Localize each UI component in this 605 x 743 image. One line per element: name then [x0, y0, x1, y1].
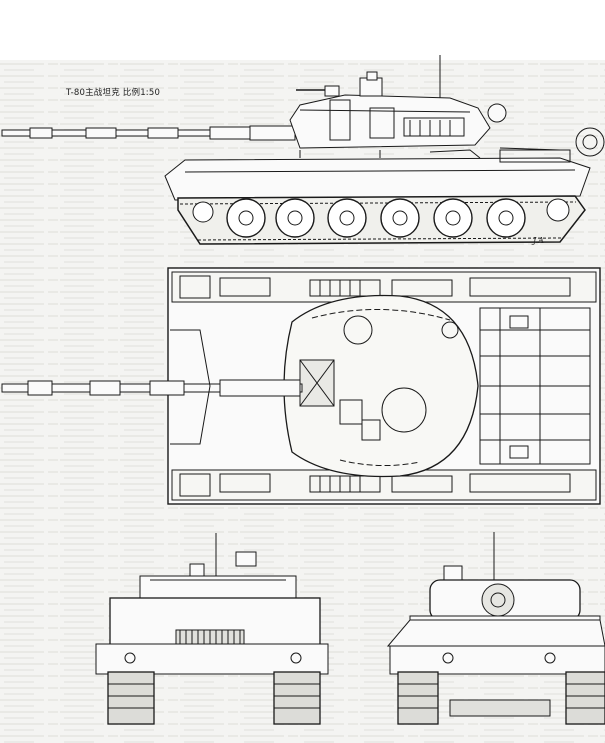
side-turret	[289, 55, 507, 149]
top-gun-barrel	[1, 379, 303, 397]
top-view	[1, 267, 601, 505]
front-right-track	[565, 671, 605, 725]
side-hull	[164, 127, 605, 201]
front-view	[386, 532, 605, 725]
front-left-track	[397, 671, 439, 725]
rear-view	[95, 533, 329, 725]
rear-right-track	[273, 671, 321, 725]
side-road-wheels	[192, 198, 570, 238]
top-glacis	[170, 329, 211, 445]
top-margin	[0, 0, 605, 60]
drawing-caption: T-80主战坦克 比例1:50	[66, 88, 161, 98]
artist-signature: J.A	[533, 236, 544, 245]
top-engine-deck	[479, 307, 591, 465]
side-view	[1, 55, 605, 245]
side-gun-barrel	[1, 125, 296, 141]
top-turret	[283, 294, 479, 478]
rear-left-track	[107, 671, 155, 725]
